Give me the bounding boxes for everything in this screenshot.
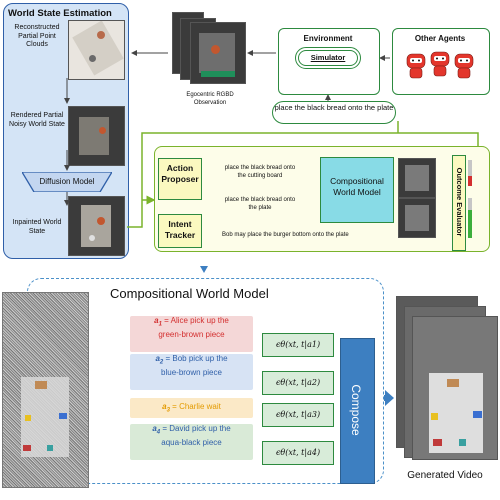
score-bar-1: [468, 160, 472, 186]
condition-a1: a1 = Alice pick up the green-brown piece: [130, 316, 253, 352]
eps-a4: ϵθ(xt, t|a4): [262, 441, 334, 465]
condition-a2: a2 = Bob pick up the blue-brown piece: [130, 354, 253, 390]
instruction-pill: place the black bread onto the plate: [272, 101, 396, 124]
simulator-label: Simulator: [298, 50, 358, 66]
simulator-ellipse: Simulator: [295, 47, 361, 69]
condition-a4: a4 = David pick up the aqua-black piece: [130, 424, 253, 460]
eps-a1: ϵθ(xt, t|a1): [262, 333, 334, 357]
outcome-evaluator-label: Outcome Evaluator: [455, 167, 464, 237]
other-agents-title: Other Agents: [414, 34, 466, 43]
predicted-outcome-2: [398, 198, 436, 238]
predicted-outcome-1: [398, 158, 436, 198]
score-bar-2: [468, 198, 472, 238]
condition-a1-line2: green-brown piece: [158, 329, 225, 339]
generated-frame-front: [412, 316, 498, 460]
reconstructed-label: Reconstructed Partial Point Clouds: [14, 24, 60, 48]
cwm-small-label: Compositional World Model: [330, 176, 384, 197]
noisy-render-image: [68, 106, 125, 166]
diffusion-model-label: Diffusion Model: [39, 177, 95, 186]
generated-video-label: Generated Video: [407, 470, 483, 481]
observation-label: Egocentric RGBD Observation: [186, 92, 234, 106]
condition-a4-line1: a4 = David pick up the: [152, 424, 231, 436]
action-proposer-box: Action Proposer: [158, 158, 202, 200]
compose-box: [340, 338, 375, 484]
inpainted-image: [68, 196, 125, 256]
cwm-large-title: Compositional World Model: [110, 286, 269, 301]
compose-label: Compose: [349, 384, 363, 436]
cwm-small-box: Compositional World Model: [320, 157, 394, 223]
eps-a3: ϵθ(xt, t|a3): [262, 403, 334, 427]
observation-image: [190, 22, 246, 84]
condition-a1-line1: a1 = Alice pick up the: [154, 316, 229, 328]
outcome-evaluator-box: [452, 155, 466, 251]
intent-prediction: Bob may place the burger bottom onto the…: [222, 232, 349, 238]
condition-a4-line2: aqua-black piece: [161, 437, 222, 447]
eps-a2: ϵθ(xt, t|a2): [262, 371, 334, 395]
point-cloud-image: [68, 20, 125, 80]
inpainted-label: Inpainted World State: [12, 219, 62, 235]
condition-a2-line1: a2 = Bob pick up the: [155, 354, 228, 366]
condition-a3: a3 = Charlie wait: [130, 398, 253, 418]
intent-tracker-box: Intent Tracker: [158, 214, 202, 248]
noisy-input-video: [2, 292, 89, 488]
robot-agents-icon: [405, 48, 475, 82]
proposal-2: place the black bread onto the plate: [224, 197, 296, 211]
environment-title: Environment: [303, 34, 353, 43]
diffusion-model-shape: [22, 172, 112, 192]
condition-a2-line2: blue-brown piece: [161, 367, 222, 377]
condition-a3-line1: a3 = Charlie wait: [162, 402, 221, 414]
world-state-title: World State Estimation: [8, 8, 112, 19]
rendered-label: Rendered Partial Noisy World State: [9, 112, 65, 128]
proposal-1: place the black bread onto the cutting b…: [224, 165, 296, 179]
